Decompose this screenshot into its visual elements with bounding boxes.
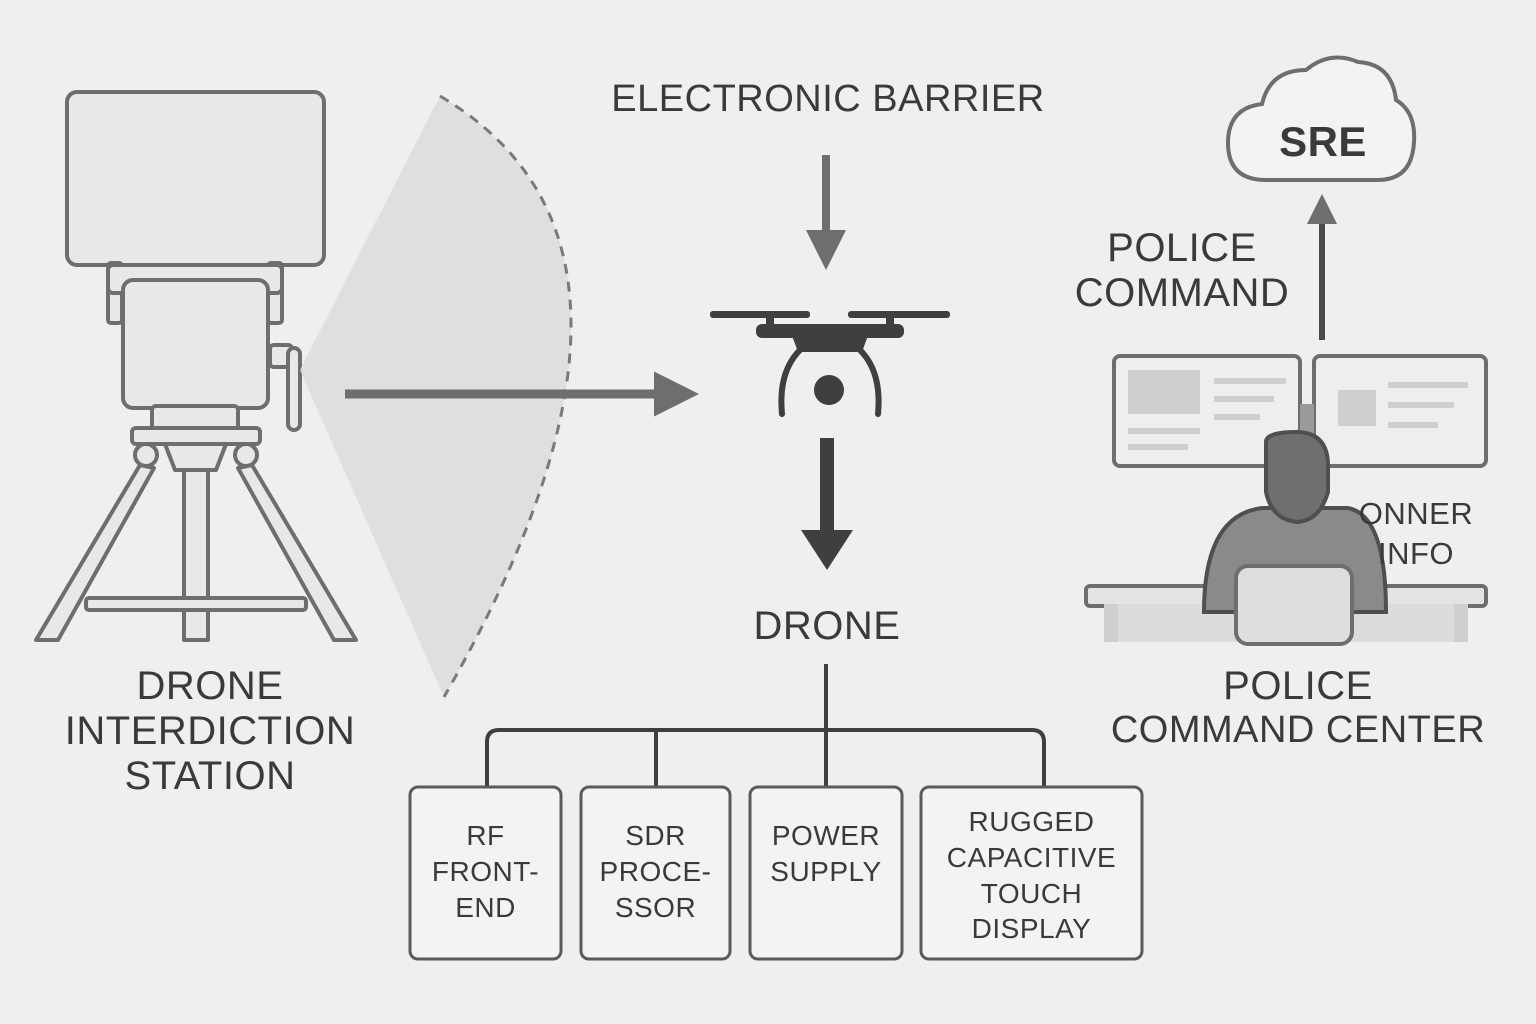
component-line: FRONT- [431, 855, 540, 887]
component-line: END [455, 891, 516, 923]
police-command-center-line-1: POLICE [1223, 664, 1373, 708]
interdiction-station-icon [34, 90, 358, 642]
component-line: DISPLAY [971, 913, 1092, 945]
component-boxes [408, 785, 1144, 961]
component-line: TOUCH [980, 877, 1083, 909]
police-command-line-1: POLICE [1107, 226, 1257, 270]
drone-label: DRONE [753, 604, 901, 648]
component-line: RUGGED [968, 806, 1095, 837]
component-rf-front-end: RF FRONT- END [410, 818, 561, 925]
onner-info-line-2: INFO [1377, 535, 1455, 571]
police-command-line-2: COMMAND [1074, 270, 1290, 315]
cloud-icon [1225, 55, 1417, 182]
component-power-supply: POWER SUPPLY [750, 818, 902, 890]
police-command-center-line-2: COMMAND CENTER [1110, 708, 1486, 751]
component-line: SUPPLY [770, 855, 882, 887]
police-command-label: POLICE COMMAND [1064, 226, 1300, 316]
interdiction-station-line-3: STATION [124, 753, 296, 798]
component-line: PROCE- [599, 855, 712, 887]
electronic-barrier-label: ELECTRONIC BARRIER [611, 78, 1045, 120]
component-tree [485, 664, 1046, 788]
onner-info-line-1: ONNER [1358, 496, 1474, 531]
component-line: RF [466, 820, 505, 851]
command-center-icon [1084, 354, 1488, 646]
interdiction-station-label: DRONE INTERDICTION STATION [40, 664, 380, 798]
interdiction-station-line-2: INTERDICTION [64, 708, 356, 753]
sre-label: SRE [1279, 118, 1367, 165]
component-sdr-processor: SDR PROCE- SSOR [581, 818, 730, 925]
component-line: SSOR [614, 891, 697, 923]
component-rugged-display: RUGGED CAPACITIVE TOUCH DISPLAY [921, 804, 1142, 947]
drone-down-arrow [801, 438, 853, 570]
drone-icon [710, 311, 950, 417]
component-line: SDR [625, 820, 686, 851]
police-command-center-label: POLICE COMMAND CENTER [1108, 664, 1488, 751]
component-line: POWER [771, 820, 881, 851]
component-line: CAPACITIVE [946, 841, 1117, 873]
interdiction-station-line-1: DRONE [136, 664, 284, 708]
onner-info-label: ONNER INFO [1346, 494, 1486, 573]
